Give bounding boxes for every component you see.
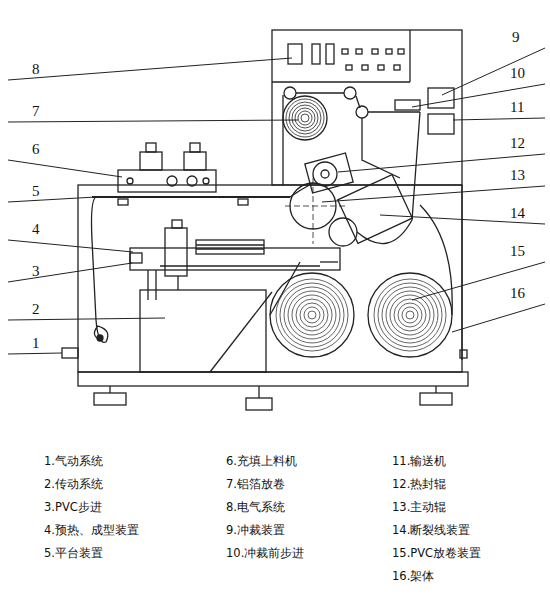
legend-entry: 11.输送机 <box>392 456 446 468</box>
legend-entry: 16.架体 <box>392 571 434 583</box>
callout-number: 1 <box>32 336 40 351</box>
callout-number: 2 <box>32 302 40 317</box>
legend-entry: 7.铝箔放卷 <box>226 479 285 491</box>
legend-entry: 3.PVC步进 <box>44 502 102 514</box>
legend-entry: 2.传动系统 <box>44 479 103 491</box>
legend-entry: 9.冲裁装置 <box>226 525 285 537</box>
callout-number: 3 <box>32 264 40 279</box>
callout-number: 7 <box>32 104 40 119</box>
legend-entry: 15.PVC放卷装置 <box>392 548 481 560</box>
legend-entry: 13.主动辊 <box>392 502 446 514</box>
legend-entry: 12.热封辊 <box>392 479 446 491</box>
callout-number: 4 <box>32 222 40 237</box>
callout-number: 15 <box>510 244 525 259</box>
legend-entry: 8.电气系统 <box>226 502 285 514</box>
callout-number: 6 <box>32 142 40 157</box>
legend-entry: 14.断裂线装置 <box>392 525 470 537</box>
callout-number: 5 <box>32 184 40 199</box>
callout-number: 12 <box>510 136 525 151</box>
callout-number: 10 <box>510 66 525 81</box>
legend-entry: 5.平台装置 <box>44 548 103 560</box>
callout-number: 8 <box>32 62 40 77</box>
callout-number: 16 <box>510 286 525 301</box>
callout-number: 14 <box>510 206 525 221</box>
legend-entry: 1.气动系统 <box>44 456 103 468</box>
legend-entry: 6.充填上料机 <box>226 456 297 468</box>
callout-number: 13 <box>510 168 525 183</box>
callout-number: 9 <box>512 30 520 45</box>
callout-number: 11 <box>510 100 524 115</box>
legend-entry: 10.冲裁前步进 <box>226 548 304 560</box>
legend-entry: 4.预热、成型装置 <box>44 525 139 537</box>
